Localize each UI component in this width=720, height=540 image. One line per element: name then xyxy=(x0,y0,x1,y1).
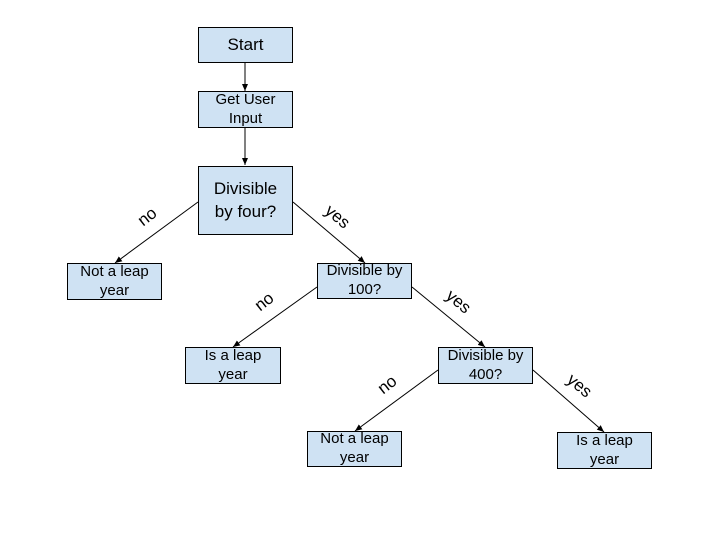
get-user-input-node: Get User Input xyxy=(198,91,293,128)
edge-div400-no xyxy=(354,369,439,432)
edge-div4-yes xyxy=(292,201,366,264)
edge-div400-yes xyxy=(532,369,605,433)
is-a-leap-year-node-1: Is a leap year xyxy=(185,347,281,384)
divisible-by-400-node: Divisible by 400? xyxy=(438,347,533,384)
divisible-by-100-node: Divisible by 100? xyxy=(317,262,412,299)
not-a-leap-year-node-1: Not a leap year xyxy=(67,263,162,300)
edge-div100-yes xyxy=(411,286,486,348)
edge-div4-no xyxy=(114,201,199,264)
edge-div100-no xyxy=(232,286,318,348)
start-node: Start xyxy=(198,27,293,63)
divisible-by-four-node: Divisible by four? xyxy=(198,166,293,235)
not-a-leap-year-node-2: Not a leap year xyxy=(307,430,402,467)
is-a-leap-year-node-2: Is a leap year xyxy=(557,432,652,469)
